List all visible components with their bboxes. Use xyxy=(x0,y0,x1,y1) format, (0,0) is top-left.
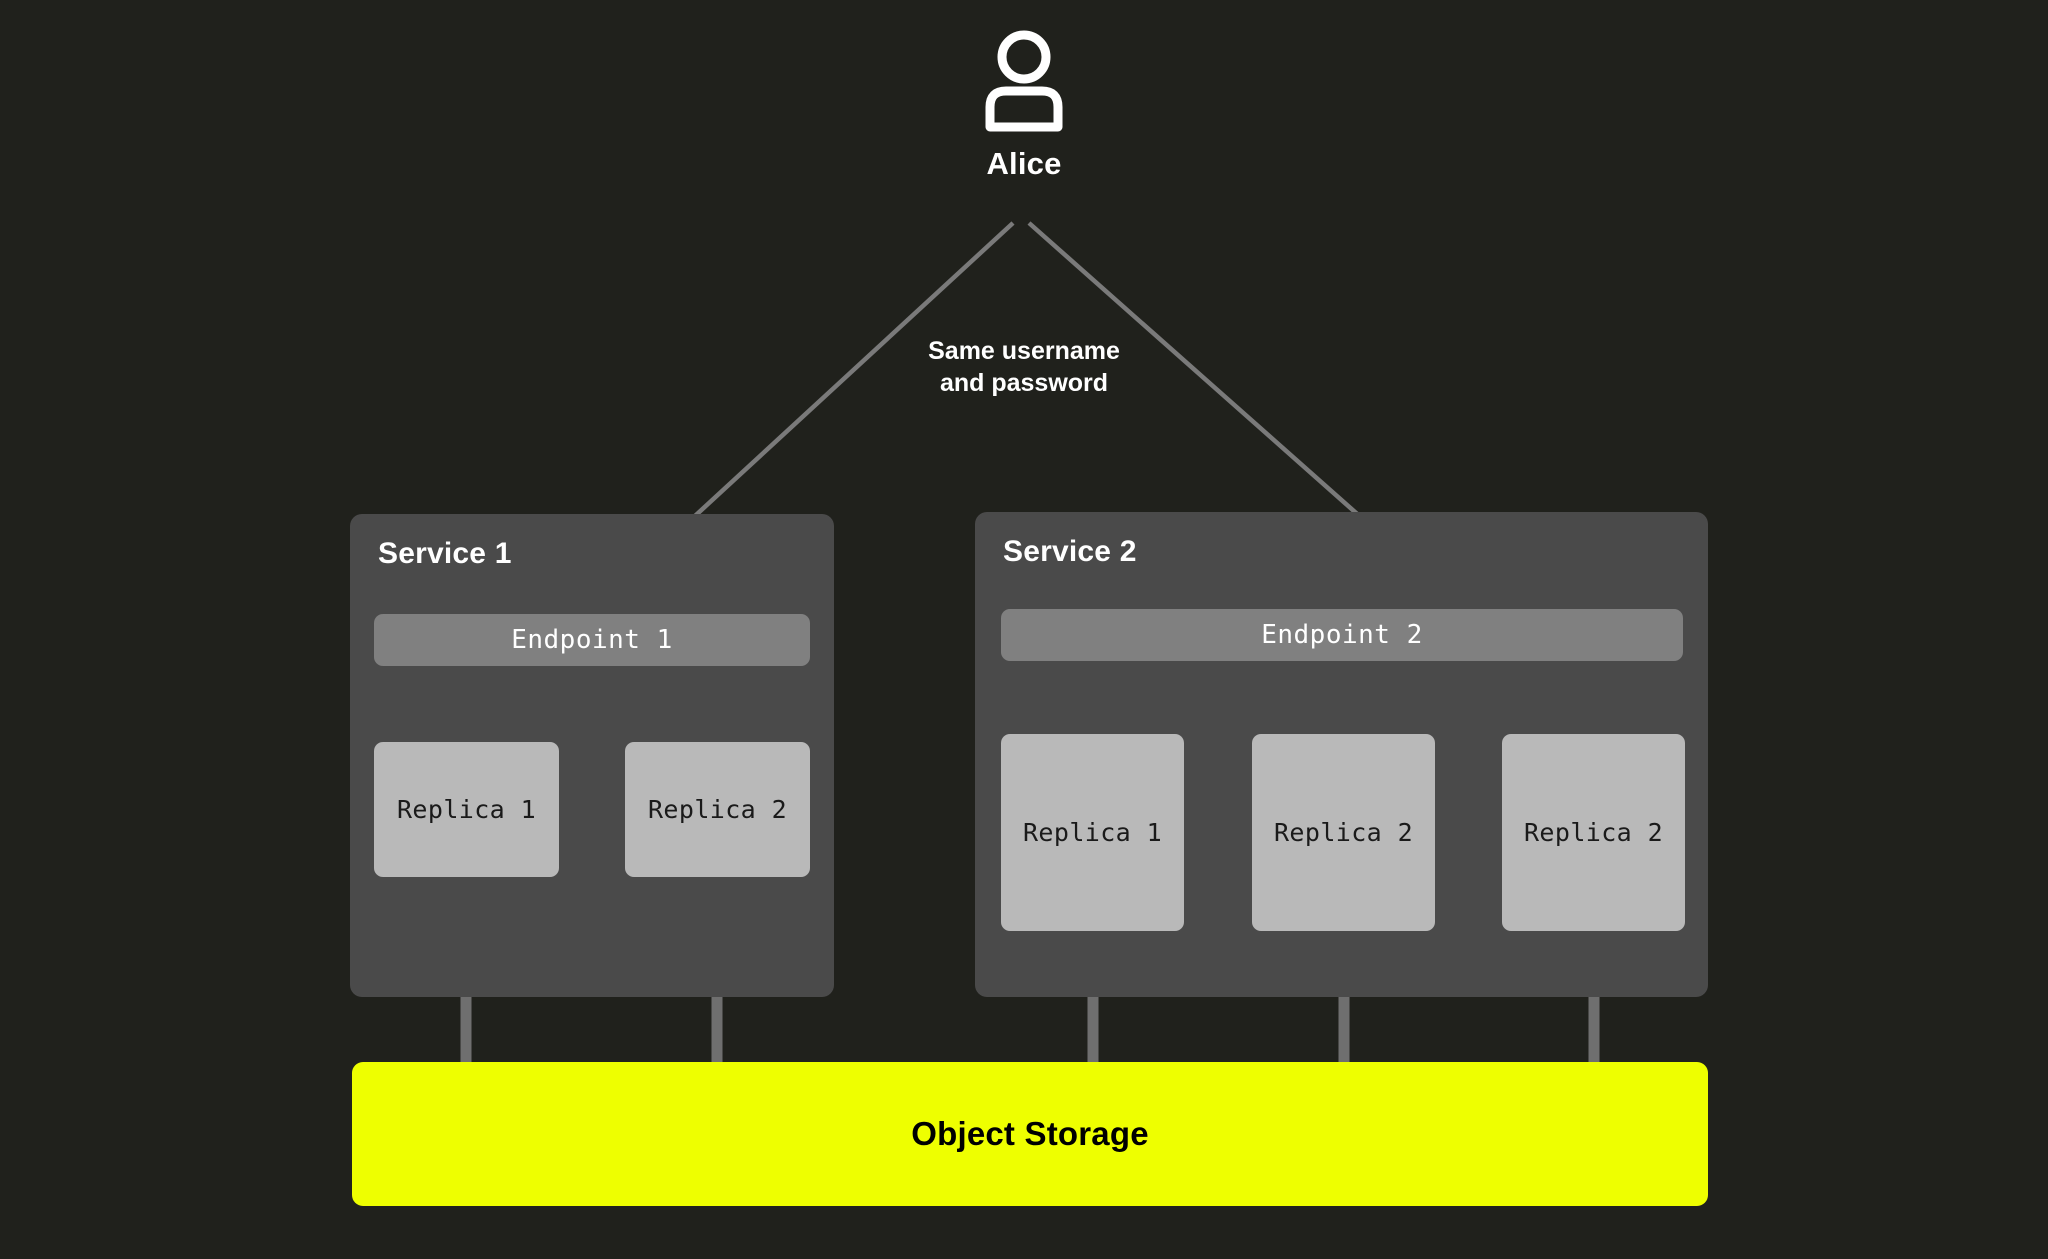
service-panel-1[interactable]: Service 1 Endpoint 1 Replica 1 Replica 2 xyxy=(350,514,834,997)
edge-caption-line-2: and password xyxy=(939,369,1109,397)
edge-caption-line-1: Same username xyxy=(928,337,1120,365)
service-1-replica-1[interactable]: Replica 1 xyxy=(374,742,559,877)
object-storage-label: Object Storage xyxy=(911,1115,1149,1152)
service-panel-2[interactable]: Service 2 Endpoint 2 Replica 1 Replica 2… xyxy=(975,512,1708,997)
actor-label: Alice xyxy=(986,146,1062,181)
service-1-replica-2[interactable]: Replica 2 xyxy=(625,742,810,877)
service-2-title: Service 2 xyxy=(1003,535,1137,568)
service-2-replica-1[interactable]: Replica 1 xyxy=(1001,734,1184,931)
edge-caption: Same username and password xyxy=(0,335,2048,399)
service-1-title: Service 1 xyxy=(378,537,512,570)
service-2-replica-3[interactable]: Replica 2 xyxy=(1502,734,1685,931)
service-2-replica-2[interactable]: Replica 2 xyxy=(1252,734,1435,931)
user-icon xyxy=(985,30,1063,132)
actor-alice: Alice xyxy=(0,28,2048,182)
endpoint-1[interactable]: Endpoint 1 xyxy=(374,614,810,666)
object-storage-node[interactable]: Object Storage xyxy=(352,1062,1708,1206)
endpoint-2[interactable]: Endpoint 2 xyxy=(1001,609,1683,661)
